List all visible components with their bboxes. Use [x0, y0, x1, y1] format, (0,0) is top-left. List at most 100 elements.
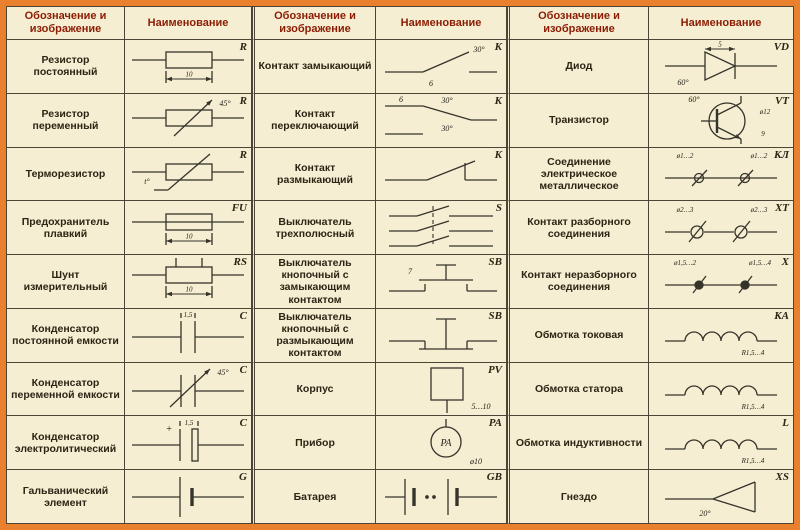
- symbol-code: L: [782, 417, 789, 430]
- svg-text:1,5: 1,5: [185, 419, 194, 427]
- symbol-cell: C+1,5: [125, 416, 252, 471]
- component-name: Шунт измерительный: [7, 255, 125, 309]
- symbol-cell: C 45°: [125, 362, 252, 417]
- symbol-code: C: [239, 309, 247, 322]
- svg-text:45°: 45°: [217, 368, 229, 377]
- component-name: Предохранитель плавкий: [7, 201, 125, 256]
- component-name: Выключатель кнопочный с замыкающим конта…: [252, 255, 376, 309]
- shunt-icon: 10: [132, 258, 244, 299]
- symbol-code: R: [239, 41, 247, 53]
- symbol-code: XT: [774, 202, 789, 215]
- cap-fixed-icon: 1,5: [132, 311, 244, 354]
- symbol-cell: VT 60° ø12 9: [649, 93, 794, 148]
- fuse-icon: 10: [132, 213, 244, 245]
- symbol-code: FU: [231, 202, 247, 215]
- component-name: Батарея: [252, 470, 376, 524]
- component-name: Контакт неразборного соединения: [507, 255, 649, 309]
- symbol-code: R: [239, 94, 247, 107]
- component-name: Обмотка статора: [507, 362, 649, 417]
- column-header-designation: Обозначение и изображение: [507, 7, 649, 40]
- thermistor-icon: t°: [132, 153, 244, 191]
- symbol-code: КЛ: [773, 148, 789, 161]
- svg-text:5…10: 5…10: [471, 402, 490, 411]
- component-name: Конденсатор постоянной емкости: [7, 308, 125, 363]
- symbol-code: K: [494, 41, 502, 53]
- component-name: Корпус: [252, 362, 376, 417]
- symbol-code: КА: [774, 309, 789, 322]
- component-name: Контакт размыкающий: [252, 147, 376, 202]
- symbol-cell: R1,5…4: [649, 362, 794, 417]
- korpus-icon: 5…10: [430, 367, 491, 414]
- component-name: Соединение электрическое металлическое: [507, 147, 649, 202]
- svg-text:+: +: [166, 424, 173, 435]
- svg-text:PA: PA: [440, 438, 453, 449]
- symbol-cell: SB: [376, 308, 507, 363]
- column-header-designation: Обозначение и изображение: [252, 7, 376, 40]
- svg-text:ø12: ø12: [759, 108, 771, 116]
- svg-text:R1,5…4: R1,5…4: [741, 457, 765, 465]
- svg-text:9: 9: [761, 130, 765, 138]
- symbol-code: GB: [486, 471, 502, 484]
- column-header-designation: Обозначение и изображение: [7, 7, 125, 40]
- push-open-icon: [389, 318, 497, 350]
- transistor-icon: 60° ø12 9: [688, 95, 771, 145]
- cap-elec-icon: +1,5: [132, 419, 244, 462]
- symbol-code: K: [494, 94, 502, 107]
- contact-open-icon: [385, 160, 497, 181]
- svg-text:ø10: ø10: [469, 457, 482, 466]
- symbol-cell: FU 10: [125, 201, 252, 256]
- svg-text:10: 10: [186, 232, 194, 240]
- component-name: Терморезистор: [7, 147, 125, 202]
- conn-fixed-icon: ø1,5…2 ø1,5…4: [665, 259, 777, 294]
- symbol-cell: R 45°: [125, 93, 252, 148]
- coil-icon: R1,5…4: [665, 385, 777, 411]
- svg-text:30°: 30°: [440, 96, 453, 105]
- resistor-var-icon: 45°: [132, 99, 244, 137]
- svg-text:60°: 60°: [677, 78, 689, 87]
- component-name: Диод: [507, 40, 649, 94]
- svg-text:30°: 30°: [440, 124, 453, 133]
- svg-text:R1,5…4: R1,5…4: [741, 349, 765, 357]
- svg-text:ø1,5…4: ø1,5…4: [748, 259, 771, 267]
- component-name: Прибор: [252, 416, 376, 471]
- svg-text:1,5: 1,5: [184, 311, 193, 319]
- symbol-cell: K: [376, 147, 507, 202]
- symbol-cell: PA PA ø10: [376, 416, 507, 471]
- switch3-icon: [389, 205, 493, 247]
- svg-text:R1,5…4: R1,5…4: [741, 403, 765, 411]
- component-name: Гальванический элемент: [7, 470, 125, 524]
- symbol-code: PA: [488, 417, 502, 430]
- symbol-code: VT: [774, 94, 789, 107]
- component-name: Выключатель кнопочный с размыкающим конт…: [252, 308, 376, 363]
- svg-text:ø2…3: ø2…3: [676, 206, 694, 214]
- svg-text:20°: 20°: [699, 509, 711, 518]
- svg-text:60°: 60°: [688, 95, 700, 104]
- svg-text:ø1,5…2: ø1,5…2: [673, 259, 696, 267]
- symbol-code: C: [239, 363, 247, 376]
- push-close-icon: 7: [389, 264, 497, 293]
- symbol-cell: GB: [376, 470, 507, 524]
- svg-text:45°: 45°: [219, 99, 231, 108]
- symbol-code: SB: [488, 309, 502, 322]
- conn-detach-icon: ø2…3 ø2…3: [665, 206, 777, 243]
- symbol-code: PV: [487, 363, 502, 376]
- svg-text:ø2…3: ø2…3: [750, 206, 768, 214]
- galvanic-icon: [132, 476, 244, 517]
- svg-text:10: 10: [186, 286, 194, 294]
- component-name: Контакт замыкающий: [252, 40, 376, 94]
- contact-close-icon: 30°6: [385, 45, 497, 88]
- component-name: Транзистор: [507, 93, 649, 148]
- symbol-code: SB: [488, 256, 502, 269]
- symbol-cell: XT ø2…3 ø2…3: [649, 201, 794, 256]
- symbol-code: R: [239, 148, 247, 161]
- component-name: Обмотка индуктивности: [507, 416, 649, 471]
- symbol-code: G: [239, 471, 247, 484]
